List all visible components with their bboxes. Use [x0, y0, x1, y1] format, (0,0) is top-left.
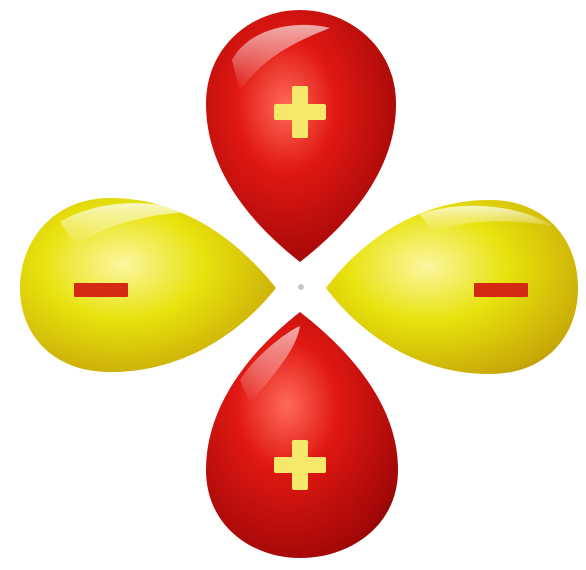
minus-sign-right: [474, 283, 528, 297]
lobe-left-body: [20, 198, 276, 372]
lobe-left: [20, 198, 276, 372]
minus-sign-left: [74, 283, 128, 297]
nucleus-dot: [298, 284, 304, 290]
lobe-top: [206, 10, 396, 262]
lobe-right: [326, 200, 578, 374]
lobe-bottom-body: [206, 312, 398, 558]
lobe-bottom: [206, 312, 398, 558]
